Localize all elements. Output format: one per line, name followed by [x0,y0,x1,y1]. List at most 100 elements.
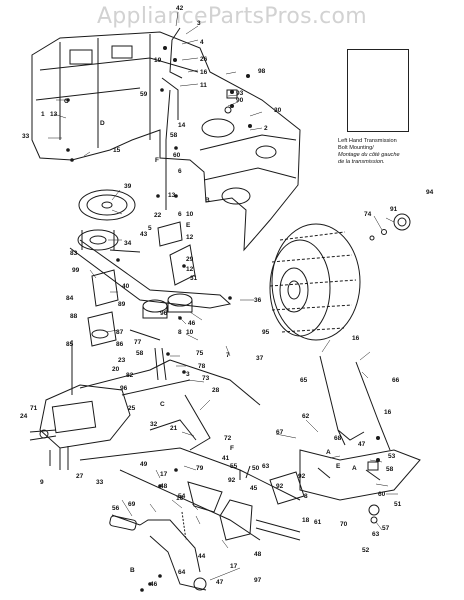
callout-label: 52 [362,547,370,554]
callout-label: 13 [168,192,176,199]
callout-label: 33 [22,133,30,140]
callout-label: 84 [66,295,74,302]
transmission [29,359,191,470]
callout-label: 57 [382,525,390,532]
callout-label: 19 [154,57,162,64]
callout-label: 59 [140,91,148,98]
callout-label: 42 [176,5,184,12]
shift-lever [299,355,421,524]
callout-label: 93 [236,90,244,97]
callout-label: 7 [226,352,230,359]
callout-label: 5 [148,225,152,232]
callout-label: 96 [120,385,128,392]
callout-label: 46 [150,581,158,588]
callout-label: 49 [140,461,148,468]
callout-label: 28 [212,387,220,394]
callout-label: 83 [70,250,78,257]
inset-caption-fr-2: de la transmission. [338,159,385,165]
callout-label: 65 [300,377,308,384]
callout-label: 63 [262,463,270,470]
belt-assembly [69,189,232,395]
callout-label: 10 [186,329,194,336]
callout-label: E [336,463,341,470]
hardware-markers [66,46,380,592]
callout-label: 75 [196,350,204,357]
callout-label: 71 [30,405,38,412]
callout-label: 87 [116,329,124,336]
callout-label: 9 [40,479,44,486]
callout-label: 99 [72,267,80,274]
callout-label: 4 [200,39,204,46]
callout-label: 58 [136,350,144,357]
callout-label: 20 [112,366,120,373]
callout-label: 78 [198,363,206,370]
callout-label: 3 [186,371,190,378]
callout-label: 94 [426,189,434,196]
callout-label: 58 [386,466,394,473]
callout-label: 30 [274,107,282,114]
callout-label: 82 [126,372,134,379]
callout-label: 47 [358,441,366,448]
callout-label: 68 [334,435,342,442]
callout-label: 33 [96,479,104,486]
callout-label: 54 [178,493,186,500]
callout-label: 13 [50,111,58,118]
callout-label: 44 [198,553,206,560]
callout-label: 16 [200,69,208,76]
callout-label: 60 [173,152,181,159]
callout-label: 17 [230,563,238,570]
callout-label: 85 [66,341,74,348]
callout-label: 96 [160,310,168,317]
callout-label: 39 [124,183,132,190]
callout-label: 98 [258,68,266,75]
callout-label: 11 [200,82,207,89]
callout-label: 6 [178,168,182,175]
chassis-frame [31,31,301,252]
callout-label: 91 [390,206,398,213]
callout-label: A [352,465,357,472]
callout-label: D [100,120,105,127]
callout-label: 95 [262,329,270,336]
callout-label: 1 [41,111,45,118]
callout-label: 62 [302,413,310,420]
callout-label: B [130,567,135,574]
callout-label: 70 [340,521,348,528]
callout-label: 48 [160,483,168,490]
callout-label: 88 [70,313,78,320]
callout-label: F [230,445,234,452]
callout-label: 21 [170,425,178,432]
callout-labels: 42342616119893903025919C13133D15145860F3… [20,5,434,588]
watermark: AppliancePartsPros.com [96,4,368,29]
callout-label: C [64,98,69,105]
callout-label: 90 [236,97,244,104]
callout-label: 51 [394,501,402,508]
callout-label: 41 [222,455,230,462]
callout-label: 12 [186,266,194,273]
callout-label: 48 [254,551,262,558]
callout-label: 17 [160,471,168,478]
callout-label: 64 [178,569,186,576]
callout-label: 55 [230,463,238,470]
callout-label: 29 [186,256,194,263]
callout-label: B [205,197,210,204]
callout-label: 16 [384,409,392,416]
callout-label: 66 [392,377,400,384]
inset-box [347,49,409,132]
inset-caption-fr-1: Montage du côté gauche [338,152,400,158]
callout-label: C [160,401,165,408]
callout-label: 61 [314,519,322,526]
inset-caption: Left Hand Transmission Bolt Mounting/ Mo… [338,138,453,166]
callout-label: 6 [178,211,182,218]
callout-label: 23 [118,357,126,364]
callout-label: 50 [252,465,260,472]
callout-label: 15 [113,147,121,154]
callout-label: 12 [186,234,194,241]
callout-label: 97 [254,577,262,584]
callout-label: 43 [140,231,148,238]
callout-label: 63 [372,531,380,538]
inset-caption-en-1: Left Hand Transmission [338,138,397,144]
callout-label: 46 [188,320,196,327]
callout-label: 22 [154,212,162,219]
